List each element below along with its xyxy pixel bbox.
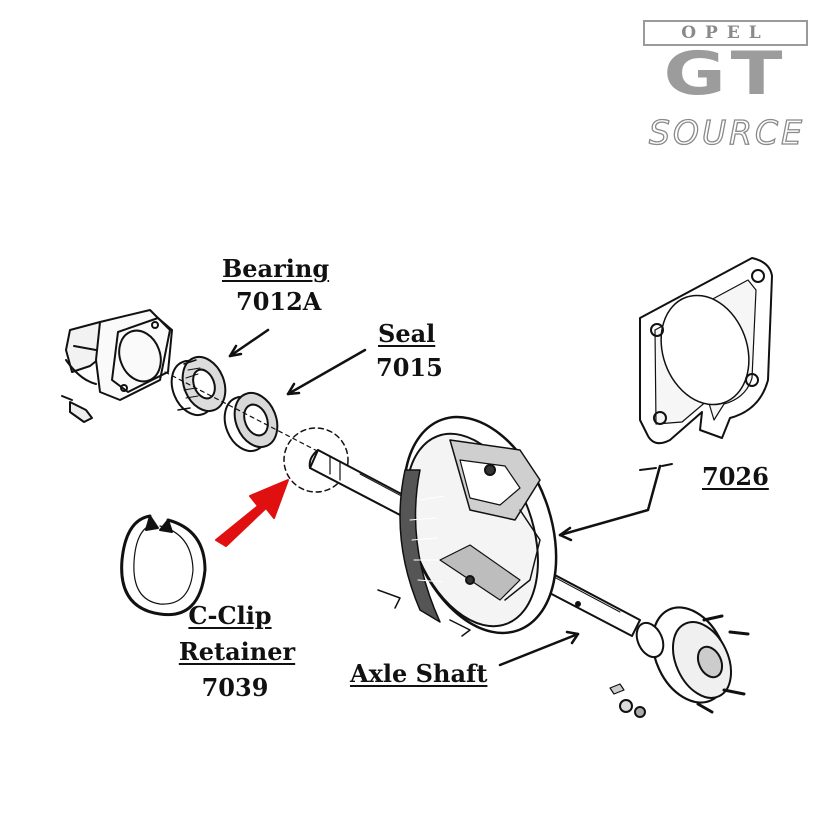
- seal-part-number: 7015: [376, 353, 443, 382]
- cclip-label-line2: Retainer: [178, 637, 296, 666]
- axle-shaft-leader-arrow: [498, 632, 580, 667]
- logo-gt: GT: [663, 38, 789, 108]
- wheel-hub-flange: [609, 606, 750, 718]
- seal-part: [223, 391, 279, 453]
- bearing-part: [170, 355, 227, 417]
- bearing-part-number: 7012A: [236, 287, 322, 316]
- red-highlight-arrow: [215, 479, 289, 547]
- differential-housing-flange: [61, 309, 173, 423]
- cclip-label-line1: C-Clip: [188, 601, 272, 630]
- bearing-label: Bearing: [222, 254, 330, 283]
- axle-shaft-label: Axle Shaft: [350, 659, 488, 688]
- backing-plate-part-number: 7026: [702, 462, 769, 491]
- assembly-axis-line: [164, 371, 326, 456]
- cclip-part-number: 7039: [201, 673, 269, 702]
- backing-plate-leader-arrow: [558, 464, 662, 537]
- logo-source: SOURCE: [648, 113, 805, 152]
- brake-backing-plate-assembly: [377, 415, 558, 637]
- bearing-leader-arrow: [228, 328, 270, 358]
- gasket-part: [639, 257, 773, 445]
- seal-leader-arrow: [286, 348, 367, 396]
- c-clip-retainer-part: [120, 514, 207, 617]
- leader-arrows: [228, 328, 673, 667]
- highlight-circle: [283, 427, 349, 493]
- seal-label: Seal: [378, 319, 436, 348]
- logo-opel: OPEL: [643, 20, 808, 46]
